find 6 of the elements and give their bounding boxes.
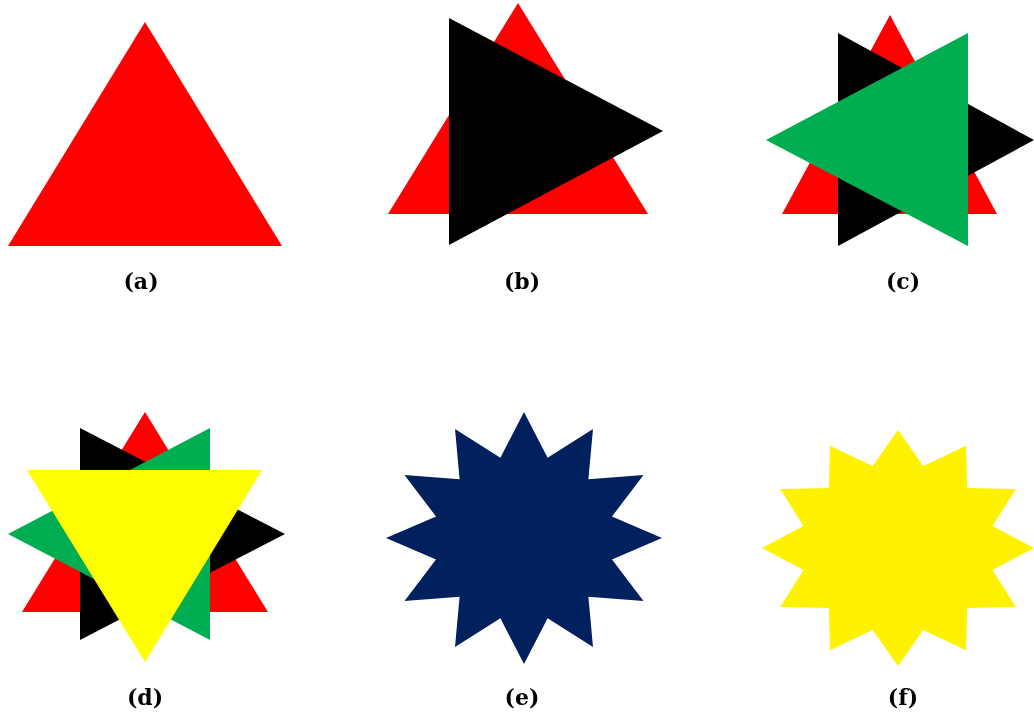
panel-label: (c) — [885, 268, 921, 294]
panel-label: (e) — [504, 684, 540, 710]
panel-label: (f) — [887, 684, 919, 710]
panel-label: (a) — [123, 268, 159, 294]
panel-label: (b) — [503, 268, 541, 294]
panel-label: (d) — [126, 684, 164, 710]
